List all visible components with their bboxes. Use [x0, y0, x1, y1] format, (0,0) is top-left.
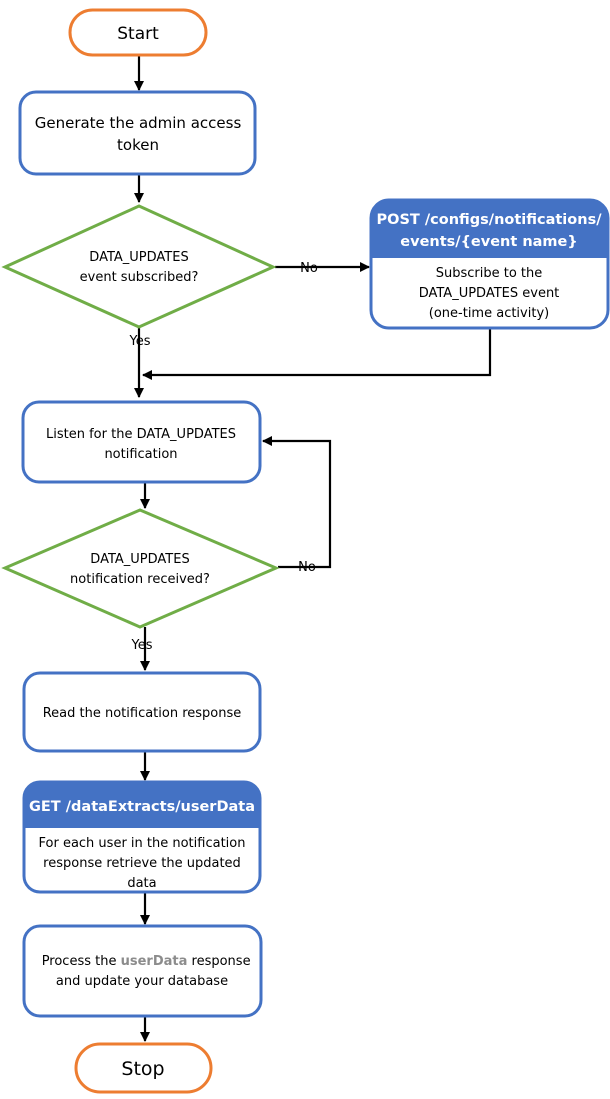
label-received-no: No: [298, 560, 316, 575]
label-subscribed-no: No: [300, 261, 318, 276]
label-subscribed-yes: Yes: [129, 334, 151, 349]
decision-received-shape: [1, 508, 280, 629]
edge-subscribe-return: [142, 329, 492, 380]
process-response-userdata-highlight: userData: [121, 954, 188, 969]
get-userdata-header: [24, 782, 260, 828]
subscribe-api-header: [371, 200, 608, 258]
stop-label: Stop: [121, 1058, 164, 1080]
get-userdata-node: GET /dataExtracts/userData For each user…: [22, 780, 262, 894]
process-response-shape: [22, 924, 263, 1018]
label-received-yes: Yes: [131, 638, 153, 653]
process-response-line1-suffix: response: [187, 954, 250, 969]
decision-received-node: DATA_UPDATES notification received?: [1, 508, 280, 629]
listen-shape: [21, 400, 262, 484]
read-response-label: Read the notification response: [43, 706, 242, 721]
read-response-node: Read the notification response: [22, 671, 262, 753]
process-response-line2: and update your database: [56, 974, 228, 989]
listen-label-line2: notification: [104, 447, 177, 462]
process-response-line1: Process the userData response: [13, 954, 272, 969]
generate-token-shape: [18, 90, 257, 176]
stop-shape: [74, 1042, 213, 1094]
stop-node: Stop: [74, 1042, 213, 1094]
get-userdata-body-line1: For each user in the notification: [39, 836, 246, 851]
generate-token-label-line2: token: [117, 136, 159, 154]
process-response-node: Process the userData response and update…: [13, 924, 272, 1018]
listen-node: Listen for the DATA_UPDATES notification: [21, 400, 262, 484]
edge-received-no-loop: [262, 436, 332, 569]
start-node: Start: [68, 8, 208, 57]
subscribe-api-body-line2: DATA_UPDATES event: [419, 286, 560, 301]
start-shape: [68, 8, 208, 57]
read-response-shape: [22, 671, 262, 753]
start-label: Start: [117, 24, 159, 44]
subscribe-api-body-line1: Subscribe to the: [436, 266, 543, 281]
subscribe-api-header-line2: events/{event name}: [400, 234, 577, 250]
listen-label-line1: Listen for the DATA_UPDATES: [46, 427, 236, 442]
decision-received-line2: notification received?: [70, 572, 210, 587]
decision-subscribed-node: DATA_UPDATES event subscribed?: [1, 204, 277, 329]
connectors: [134, 55, 492, 1042]
decision-subscribed-line2: event subscribed?: [80, 270, 199, 285]
get-userdata-body-line2: response retrieve the updated: [43, 856, 241, 871]
decision-received-line1: DATA_UPDATES: [90, 552, 189, 567]
decision-subscribed-line1: DATA_UPDATES: [89, 250, 188, 265]
subscribe-api-body-line3: (one-time activity): [429, 306, 549, 321]
subscribe-api-node: POST /configs/notifications/ events/{eve…: [369, 198, 610, 330]
process-response-line1-prefix: Process the: [42, 954, 121, 969]
subscribe-api-header-line1: POST /configs/notifications/: [377, 212, 603, 228]
get-userdata-header-text: GET /dataExtracts/userData: [29, 799, 255, 815]
generate-token-node: Generate the admin access token: [18, 90, 257, 176]
get-userdata-body-line3: data: [127, 876, 156, 891]
generate-token-label-line1: Generate the admin access: [35, 114, 242, 132]
decision-subscribed-shape: [1, 204, 277, 329]
